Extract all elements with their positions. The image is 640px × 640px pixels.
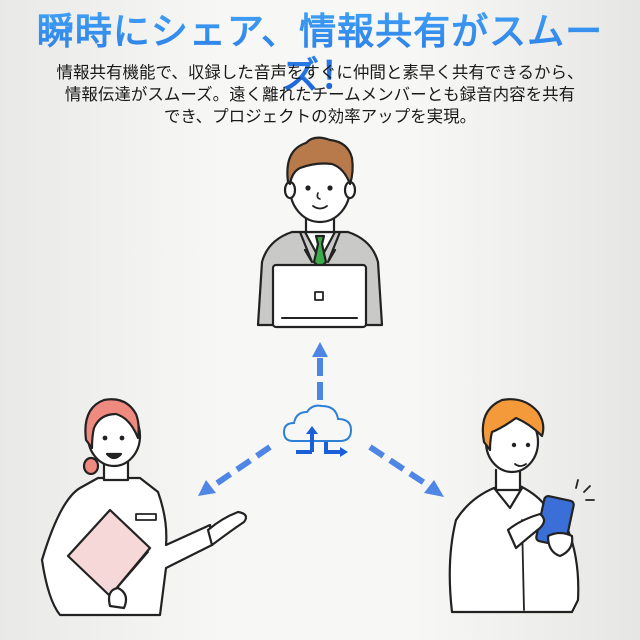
description-line: 情報共有機能で、収録した音声をすぐに仲間と素早く共有できるから、: [56, 63, 584, 82]
description-line: 情報伝達がスムーズ。遠く離れたチームメンバーとも録音内容を共有: [64, 85, 576, 104]
page-title: 瞬時にシェア、情報共有がスムーズ！: [0, 10, 640, 98]
description-line: でき、プロジェクトの効率アップを実現。: [163, 107, 477, 126]
description: 情報共有機能で、収録した音声をすぐに仲間と素早く共有できるから、 情報伝達がスム…: [0, 62, 640, 128]
man-with-smartphone: [448, 398, 595, 614]
arrow-down-left: [208, 444, 272, 491]
cloud-sync-icon: [282, 404, 353, 457]
arrow-down-right: [368, 444, 434, 491]
woman-with-folder: [40, 398, 248, 617]
share-arrows: [198, 342, 444, 497]
businessman-with-laptop: [256, 136, 384, 329]
